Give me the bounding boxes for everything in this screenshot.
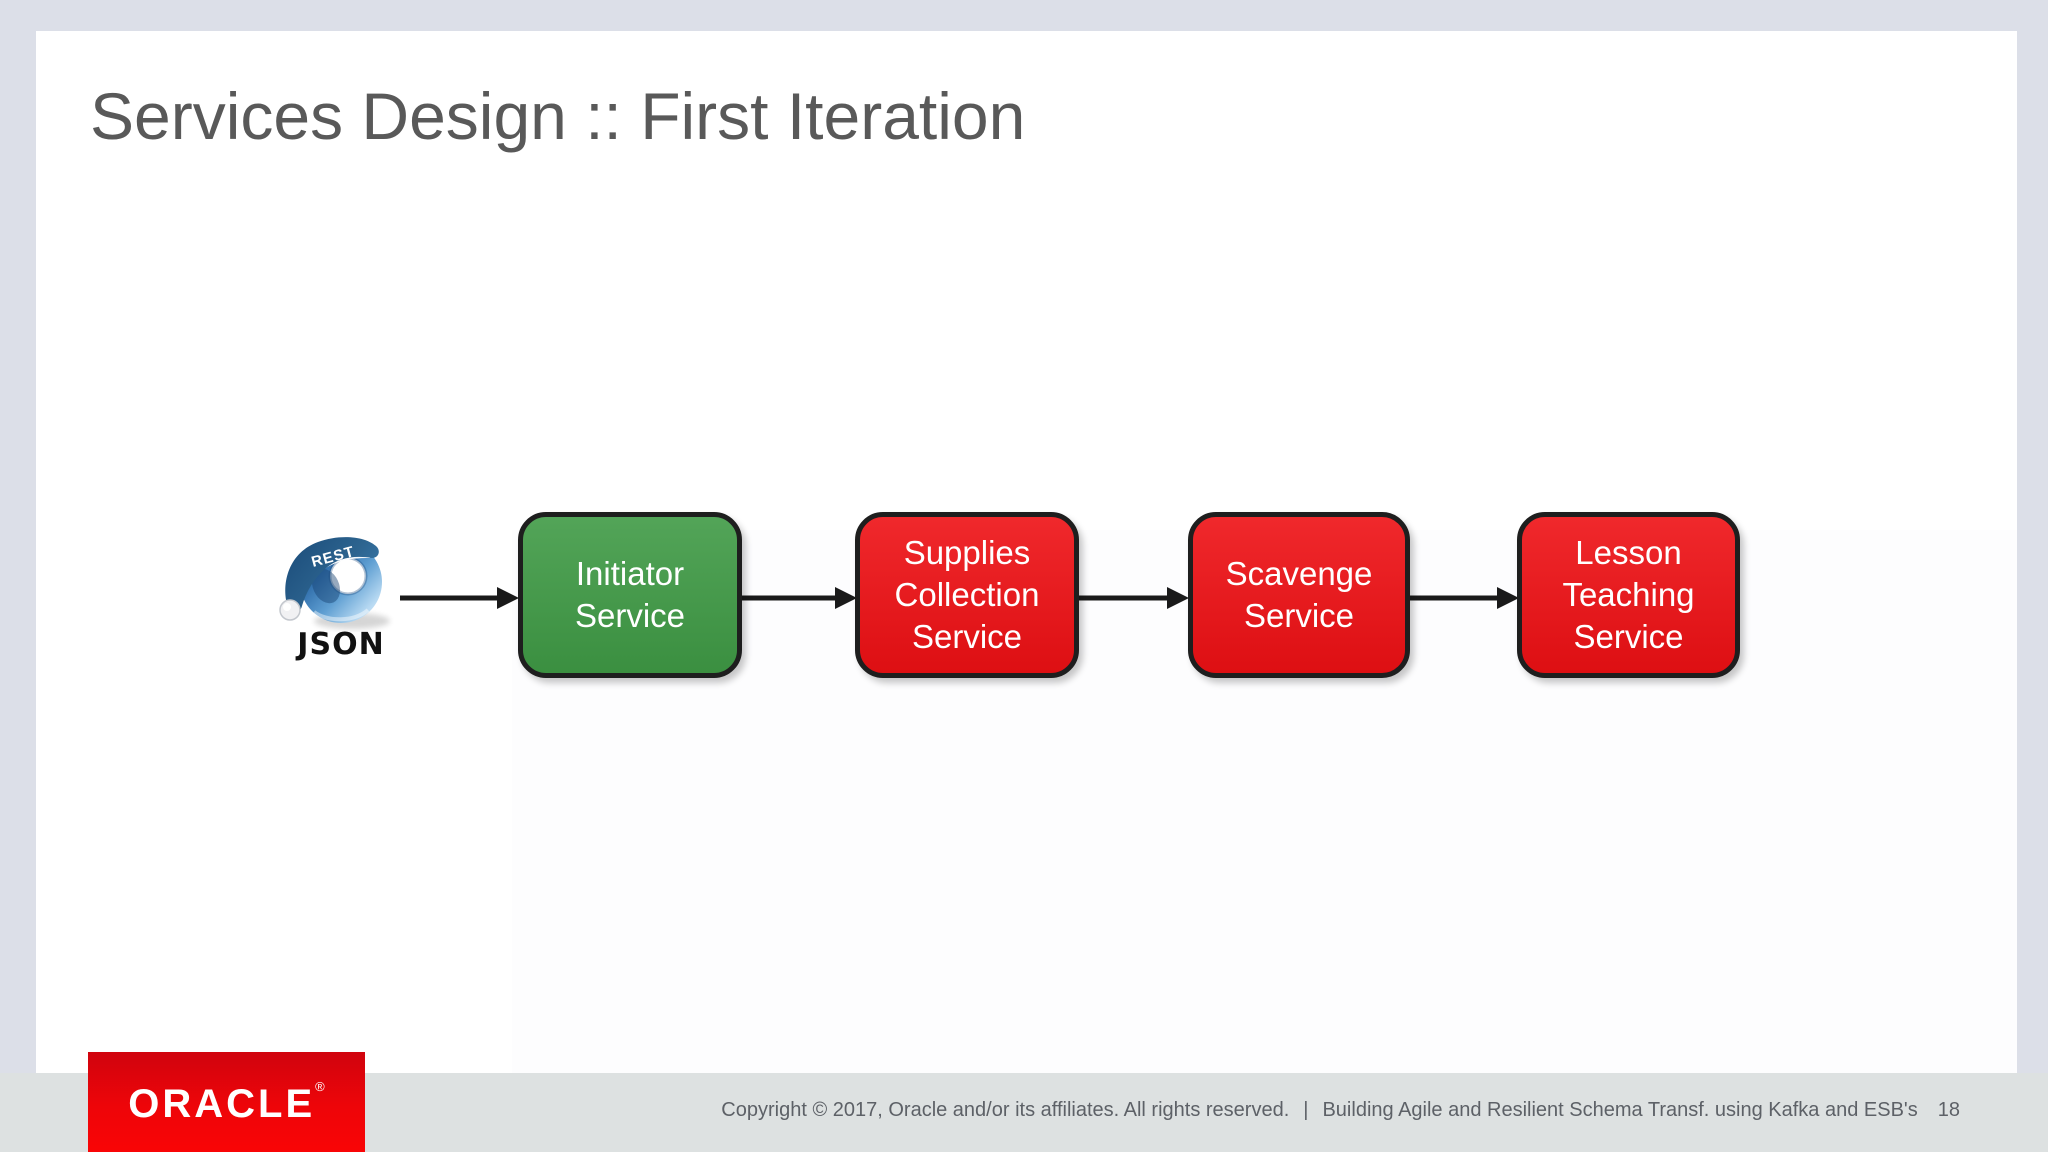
oracle-logo: ORACLE®	[88, 1052, 365, 1152]
node-label: Lesson Teaching Service	[1562, 533, 1695, 656]
node-label: Initiator Service	[574, 554, 686, 634]
json-label: JSON	[297, 627, 385, 662]
node-scavenge-service: Scavenge Service	[1188, 512, 1410, 678]
registered-mark: ®	[315, 1079, 325, 1094]
footer-page-number: 18	[1937, 1099, 1960, 1121]
flow-arrow-4	[1400, 587, 1519, 609]
node-supplies-collection-service: Supplies Collection Service	[855, 512, 1079, 678]
oracle-wordmark: ORACLE®	[128, 1079, 325, 1126]
page-title: Services Design :: First Iteration	[90, 79, 1026, 153]
node-initiator-service: Initiator Service	[518, 512, 742, 678]
footer-deck-title: Building Agile and Resilient Schema Tran…	[1322, 1099, 1918, 1121]
flow-arrow-3	[1070, 587, 1189, 609]
flow-arrow-1	[400, 587, 519, 609]
node-label: Supplies Collection Service	[894, 533, 1040, 656]
footer: Copyright © 2017, Oracle and/or its affi…	[721, 1099, 1960, 1122]
flow-arrow-2	[738, 587, 857, 609]
footer-separator: |	[1303, 1099, 1309, 1121]
slide: Services Design :: First Iteration	[36, 31, 2017, 1152]
node-lesson-teaching-service: Lesson Teaching Service	[1517, 512, 1740, 678]
json-rest-icon: REST	[279, 537, 390, 629]
footer-copyright: Copyright © 2017, Oracle and/or its affi…	[721, 1099, 1290, 1121]
node-label: Scavenge Service	[1225, 554, 1373, 634]
